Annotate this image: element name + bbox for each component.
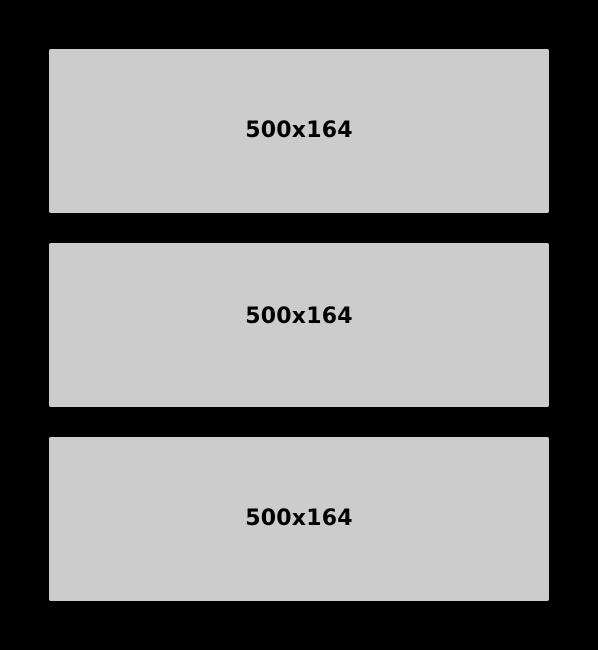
placeholder-image-2-label: 500x164 xyxy=(245,303,353,329)
placeholder-image-1: 500x164 xyxy=(49,49,549,213)
placeholder-image-3-label: 500x164 xyxy=(245,505,353,531)
placeholder-image-1-label: 500x164 xyxy=(245,117,353,143)
placeholder-image-2: 500x164 xyxy=(49,243,549,407)
placeholder-image-3: 500x164 xyxy=(49,437,549,601)
